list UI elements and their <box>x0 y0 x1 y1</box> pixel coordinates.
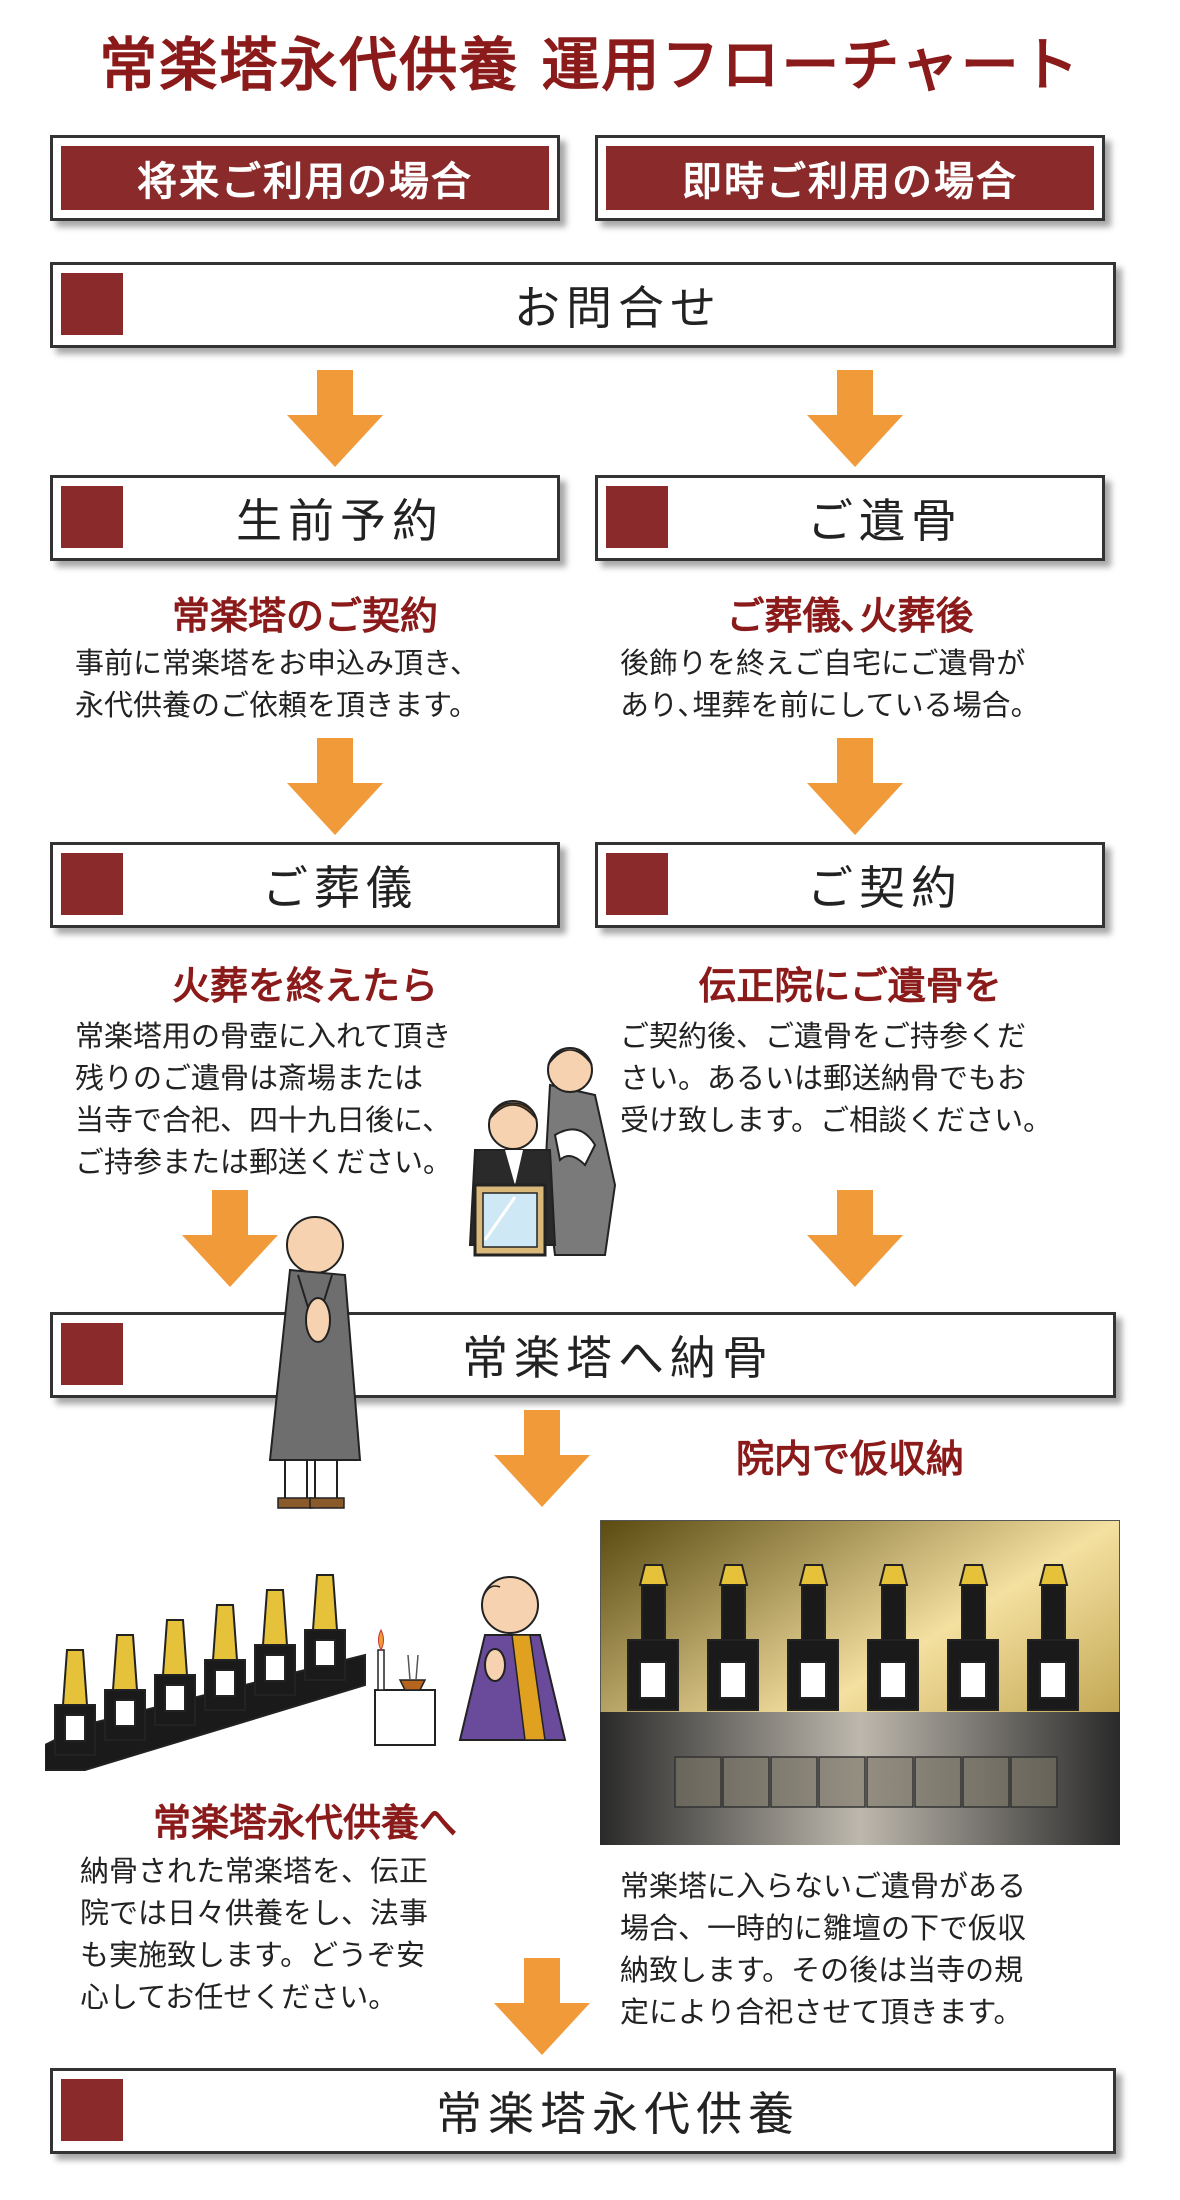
altar-candle <box>374 1628 436 1746</box>
funeral-description: 常楽塔用の骨壺に入れて頂き 残りのご遺骨は斎場または 当寺で合祀、四十九日後に、… <box>75 1015 535 1183</box>
step-interment: 常楽塔へ納骨 <box>50 1312 1116 1398</box>
step-marker-icon <box>61 853 123 915</box>
desc-line: あり､埋葬を前にしている場合。 <box>620 688 1040 722</box>
desc-line: 当寺で合祀、四十九日後に、 <box>75 1103 452 1137</box>
desc-line: 常楽塔に入らないご遺骨がある <box>620 1869 1027 1903</box>
step-contract-label: ご契約 <box>807 861 963 915</box>
step-marker-icon <box>61 273 123 335</box>
step-marker-icon <box>61 486 123 548</box>
step-marker-icon <box>606 486 668 548</box>
step-marker-icon <box>61 1323 123 1385</box>
contract-subtitle: 伝正院にご遺骨を <box>698 964 1002 1008</box>
desc-line: 受け致します。ご相談ください。 <box>620 1103 1053 1137</box>
step-contract: ご契約 <box>595 842 1105 928</box>
down-arrow-icon <box>807 738 903 835</box>
header-future-use-label: 将来ご利用の場合 <box>61 146 549 210</box>
step-reservation: 生前予約 <box>50 475 560 561</box>
step-inquiry: お問合せ <box>50 262 1116 348</box>
down-arrow-icon <box>494 1958 590 2055</box>
step-remains: ご遺骨 <box>595 475 1105 561</box>
step-final: 常楽塔永代供養 <box>50 2068 1116 2154</box>
family-figures <box>468 1047 617 1257</box>
praying-monk-figure <box>458 1576 567 1741</box>
header-immediate-use-label: 即時ご利用の場合 <box>606 146 1094 210</box>
desc-line: 後飾りを終えご自宅にご遺骨が <box>620 646 1026 680</box>
temp-storage-description: 常楽塔に入らないご遺骨がある 場合、一時的に雛壇の下で仮収 納致します。その後は… <box>620 1865 1120 2033</box>
desc-line: ご持参または郵送ください。 <box>75 1145 453 1179</box>
step-marker-icon <box>606 853 668 915</box>
desc-line: 定により合祀させて頂きます。 <box>620 1995 1023 2029</box>
header-immediate-use: 即時ご利用の場合 <box>595 135 1105 221</box>
step-inquiry-label: お問合せ <box>514 281 722 335</box>
down-arrow-icon <box>807 370 903 467</box>
down-arrow-icon <box>807 1190 903 1287</box>
step-reservation-label: 生前予約 <box>236 494 444 548</box>
temp-storage-subtitle: 院内で仮収納 <box>735 1437 964 1481</box>
desc-line: 院では日々供養をし、法事 <box>80 1896 429 1930</box>
desc-line: 場合、一時的に雛壇の下で仮収 <box>620 1911 1027 1945</box>
desc-line: 常楽塔用の骨壺に入れて頂き <box>75 1019 452 1053</box>
pagoda-towers <box>45 1574 366 1771</box>
down-arrow-icon <box>182 1190 278 1287</box>
step-funeral: ご葬儀 <box>50 842 560 928</box>
down-arrow-icon <box>287 738 383 835</box>
step-marker-icon <box>61 2079 123 2141</box>
memorial-subtitle: 常楽塔永代供養へ <box>152 1801 457 1845</box>
remains-subtitle: ご葬儀､火葬後 <box>726 594 974 638</box>
desc-line: 残りのご遺骨は斎場または <box>75 1061 424 1095</box>
contract-description: ご契約後、ご遺骨をご持参くだ さい。あるいは郵送納骨でもお 受け致します。ご相談… <box>620 1015 1120 1141</box>
page-title: 常楽塔永代供養 運用フローチャート <box>99 31 1081 99</box>
reservation-description: 事前に常楽塔をお申込み頂き、 永代供養のご依頼を頂きます。 <box>75 642 565 726</box>
storage-shelf-photo <box>600 1520 1120 1845</box>
desc-line: 永代供養のご依頼を頂きます。 <box>75 688 479 722</box>
down-arrow-icon <box>287 370 383 467</box>
remains-description: 後飾りを終えご自宅にご遺骨が あり､埋葬を前にしている場合。 <box>620 642 1120 726</box>
desc-line: 心してお任せください。 <box>80 1980 398 2014</box>
desc-line: 納致します。その後は当寺の規 <box>620 1953 1024 1987</box>
down-arrow-icon <box>494 1410 590 1507</box>
funeral-subtitle: 火葬を終えたら <box>171 964 438 1008</box>
reservation-subtitle: 常楽塔のご契約 <box>171 594 438 638</box>
step-interment-label: 常楽塔へ納骨 <box>462 1331 774 1385</box>
monk-figure <box>268 1216 362 1509</box>
memorial-description: 納骨された常楽塔を、伝正 院では日々供養をし、法事 も実施致します。どうぞ安 心… <box>80 1850 520 2018</box>
step-final-label: 常楽塔永代供養 <box>436 2087 800 2141</box>
step-funeral-label: ご葬儀 <box>262 861 418 915</box>
desc-line: ご契約後、ご遺骨をご持参くだ <box>620 1019 1027 1053</box>
desc-line: 納骨された常楽塔を、伝正 <box>80 1854 429 1888</box>
desc-line: さい。あるいは郵送納骨でもお <box>620 1061 1027 1095</box>
desc-line: 事前に常楽塔をお申込み頂き、 <box>75 646 479 680</box>
desc-line: も実施致します。どうぞ安 <box>80 1938 426 1972</box>
header-future-use: 将来ご利用の場合 <box>50 135 560 221</box>
step-remains-label: ご遺骨 <box>807 494 963 548</box>
